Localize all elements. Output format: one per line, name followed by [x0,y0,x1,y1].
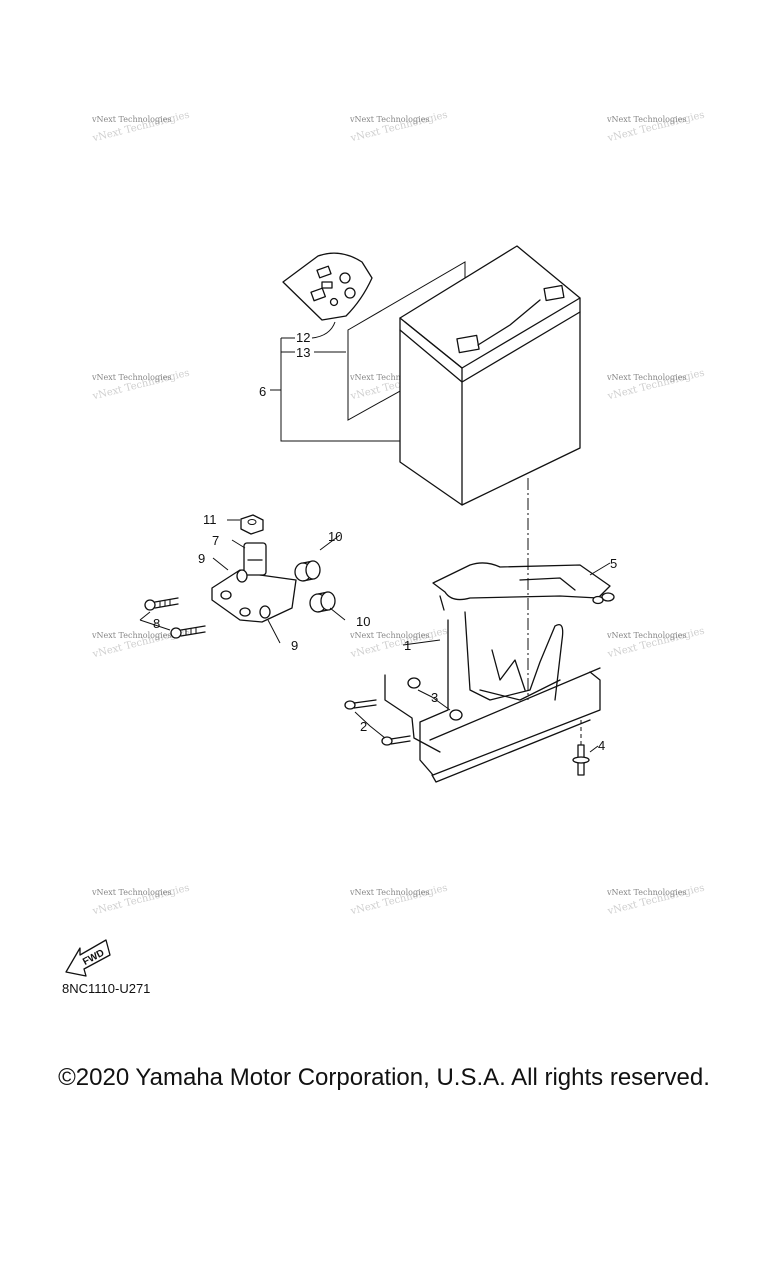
starter-relay [211,542,297,623]
watermark: vNext Technologies [91,115,171,124]
watermark: vNext Technologies [606,115,686,124]
callout-10: 10 [328,529,342,544]
watermark: vNext Technologies [606,631,686,640]
watermarks: vNext Technologies vNext Technologies vNe… [91,110,706,918]
watermark: vNext Technologies [349,631,429,640]
diagram-code: 8NC1110-U271 [62,981,151,996]
watermark: vNext Technologies [349,115,429,124]
battery-band [432,562,615,611]
watermark: vNext Technologies [349,373,429,382]
callout-6: 6 [259,384,266,399]
rivet-4 [572,720,590,776]
watermark: vNext Technologies [349,888,429,897]
callout-1: 1 [404,638,411,653]
terminal-kit-sheet [282,252,373,321]
callout-9: 9 [198,551,205,566]
battery [399,245,581,506]
leader-bracket-6 [270,337,400,442]
battery-box [384,611,601,783]
nut-3 [449,709,463,721]
callout-7: 7 [212,533,219,548]
collar-10 [294,560,321,582]
watermark: vNext Technologies [91,888,171,897]
callout-10: 10 [356,614,370,629]
bolts-2 [344,699,411,746]
watermark: vNext Technologies [91,373,171,382]
callout-2: 2 [360,719,367,734]
leader-lines-lower [139,519,611,753]
callout-8: 8 [153,616,160,631]
leader-lines [311,321,346,353]
callout-4: 4 [598,738,605,753]
fwd-label: FWD [81,948,106,968]
watermark: vNext Technologies [606,888,686,897]
watermark: vNext Technologies [606,373,686,382]
callout-9: 9 [291,638,298,653]
nut-3 [407,677,421,689]
forward-arrow-icon: FWD [65,939,111,977]
callout-5: 5 [610,556,617,571]
watermark: vNext Technologies [91,631,171,640]
collar-10 [309,591,336,613]
callout-12: 12 [296,330,310,345]
callout-3: 3 [431,690,438,705]
callout-13: 13 [296,345,310,360]
callout-11: 11 [203,512,217,527]
bolts-8 [144,597,206,639]
nut-11 [240,514,264,535]
copyright-notice: ©2020 Yamaha Motor Corporation, U.S.A. A… [58,1064,710,1091]
